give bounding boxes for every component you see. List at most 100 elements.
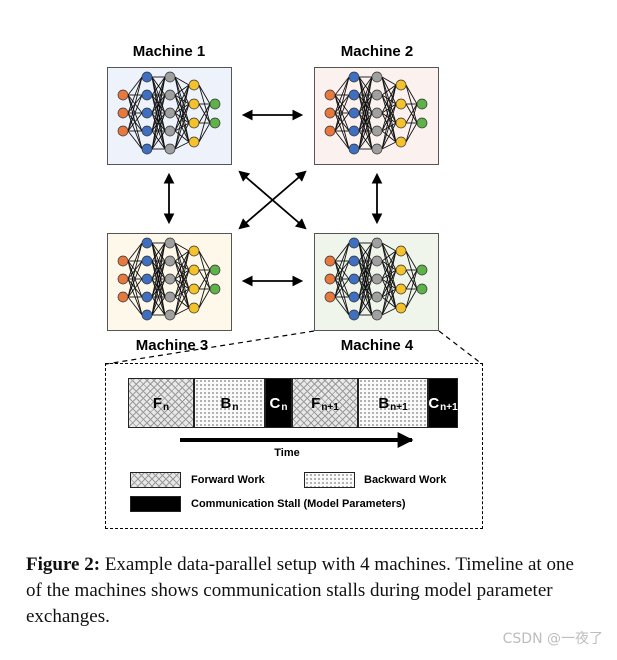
nn-edge (334, 76, 350, 132)
nn-edge (405, 84, 418, 105)
nn-edge (151, 242, 166, 262)
nn-node (164, 143, 176, 155)
nn-edge (174, 76, 190, 86)
nn-node (324, 107, 336, 119)
nn-edge (358, 112, 373, 150)
nn-node (348, 237, 360, 249)
nn-edge (127, 94, 143, 132)
nn-edge (174, 250, 190, 298)
nn-edge (127, 112, 143, 132)
nn-edge (174, 242, 190, 252)
caption-text: Example data-parallel setup with 4 machi… (26, 554, 574, 627)
nn-node (141, 291, 153, 303)
nn-edge (151, 242, 166, 298)
zoom-connector-left (105, 330, 315, 365)
nn-edge (174, 250, 190, 262)
nn-node (348, 107, 360, 119)
nn-node (141, 255, 153, 267)
nn-edge (151, 94, 166, 150)
nn-node (348, 255, 360, 267)
nn-edge (127, 242, 143, 262)
legend-forward-swatch (130, 472, 181, 488)
nn-node (141, 309, 153, 321)
legend-comm-swatch (130, 496, 181, 512)
nn-node (141, 125, 153, 137)
nn-node (395, 302, 407, 314)
nn-node (141, 107, 153, 119)
nn-node (416, 98, 428, 110)
nn-edge (358, 76, 373, 96)
nn-edge (198, 122, 211, 143)
nn-node (324, 291, 336, 303)
nn-edge (174, 250, 190, 280)
nn-node (141, 143, 153, 155)
nn-edge (334, 130, 350, 150)
nn-node (416, 283, 428, 295)
nn-node (371, 291, 383, 303)
nn-edge (198, 103, 211, 143)
nn-edge (381, 141, 397, 150)
nn-edge (334, 76, 350, 114)
nn-edge (174, 141, 190, 150)
nn-edge (127, 260, 143, 298)
nn-edge (127, 242, 143, 298)
nn-edge (174, 84, 190, 150)
nn-edge (358, 76, 373, 150)
nn-edge (405, 103, 418, 124)
nn-edge (381, 250, 397, 316)
nn-edge (174, 84, 190, 96)
nn-node (348, 309, 360, 321)
nn-node (188, 79, 200, 91)
nn-edge (358, 260, 373, 316)
nn-edge (198, 269, 211, 290)
nn-node (324, 89, 336, 101)
nn-node (188, 283, 200, 295)
nn-node (395, 79, 407, 91)
nn-node (188, 117, 200, 129)
nn-edge (198, 103, 211, 124)
legend-forward-label: Forward Work (191, 474, 265, 486)
nn-edge (358, 94, 373, 150)
nn-edge (174, 84, 190, 114)
nn-node (141, 89, 153, 101)
nn-node (371, 125, 383, 137)
caption-label: Figure 2: (26, 554, 101, 575)
nn-edge (334, 278, 350, 298)
nn-edge (334, 76, 350, 96)
nn-edge (334, 296, 350, 316)
nn-edge (381, 122, 397, 150)
nn-edge (127, 296, 143, 316)
nn-edge (198, 269, 211, 309)
nn-edge (151, 76, 166, 150)
nn-node (164, 107, 176, 119)
nn-edge (151, 76, 166, 114)
nn-edge (127, 76, 143, 114)
nn-edge (151, 76, 166, 132)
nn-edge (151, 260, 166, 316)
nn-node (117, 255, 129, 267)
nn-node (164, 71, 176, 83)
nn-edge (198, 250, 211, 271)
nn-node (209, 264, 221, 276)
nn-edge (381, 76, 397, 86)
neural-net-machine-4 (324, 237, 428, 321)
nn-edge (127, 76, 143, 96)
machine-2-title: Machine 2 (340, 43, 414, 60)
nn-node (348, 125, 360, 137)
nn-node (324, 255, 336, 267)
nn-node (324, 273, 336, 285)
nn-node (371, 107, 383, 119)
nn-edge (381, 288, 397, 316)
neural-net-machine-1 (117, 71, 221, 155)
nn-node (164, 125, 176, 137)
nn-node (188, 98, 200, 110)
nn-node (324, 125, 336, 137)
nn-node (164, 255, 176, 267)
nn-edge (151, 278, 166, 316)
nn-edge (381, 307, 397, 316)
nn-edge (381, 242, 397, 252)
nn-edge (381, 84, 397, 114)
